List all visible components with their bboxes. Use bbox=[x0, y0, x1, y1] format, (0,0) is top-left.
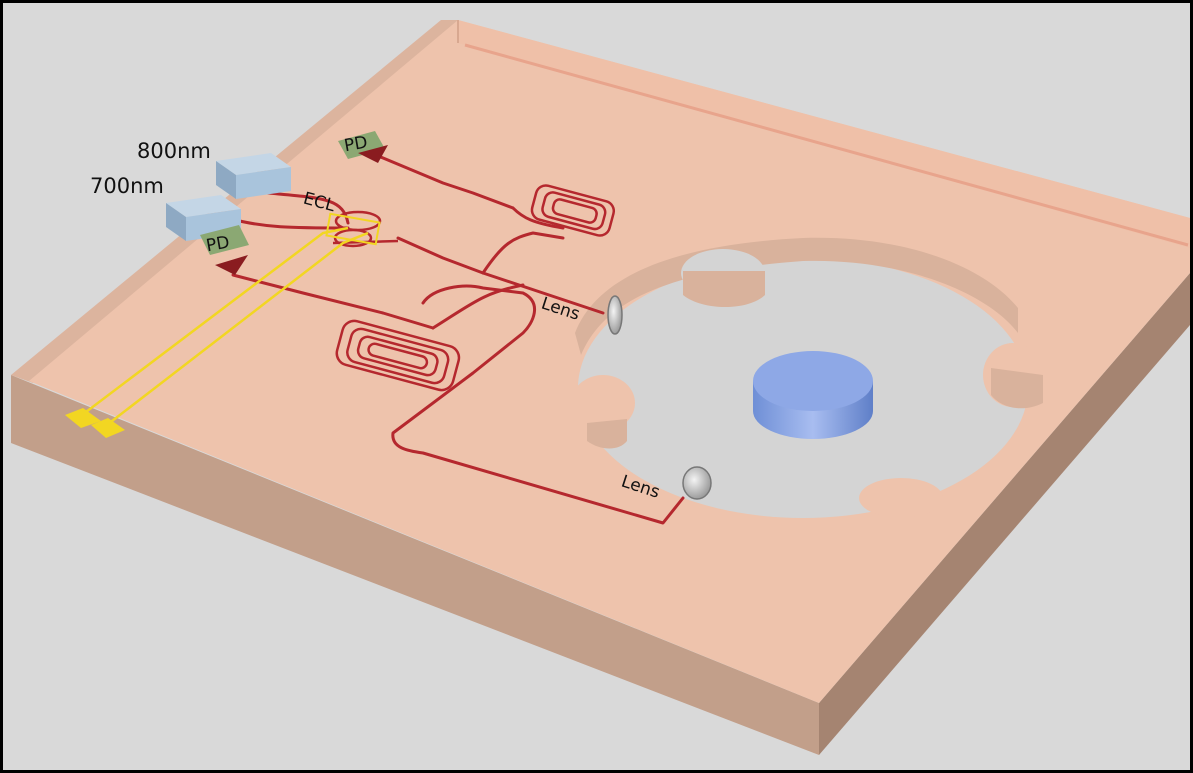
vapor-cell bbox=[753, 351, 873, 439]
label-700nm: 700nm bbox=[90, 174, 164, 198]
label-800nm: 800nm bbox=[137, 139, 211, 163]
label-pd-top: PD bbox=[343, 133, 369, 157]
label-pd-bottom: PD bbox=[205, 233, 231, 257]
lens-upper bbox=[608, 296, 622, 334]
cavity-lobe-bottom bbox=[859, 478, 943, 518]
vapor-cell-top bbox=[753, 351, 873, 411]
photonic-chip-diagram: 800nm 700nm PD PD ECL Lens Lens bbox=[3, 3, 1190, 770]
lens-lower bbox=[683, 467, 711, 499]
laser-800nm bbox=[216, 153, 291, 199]
